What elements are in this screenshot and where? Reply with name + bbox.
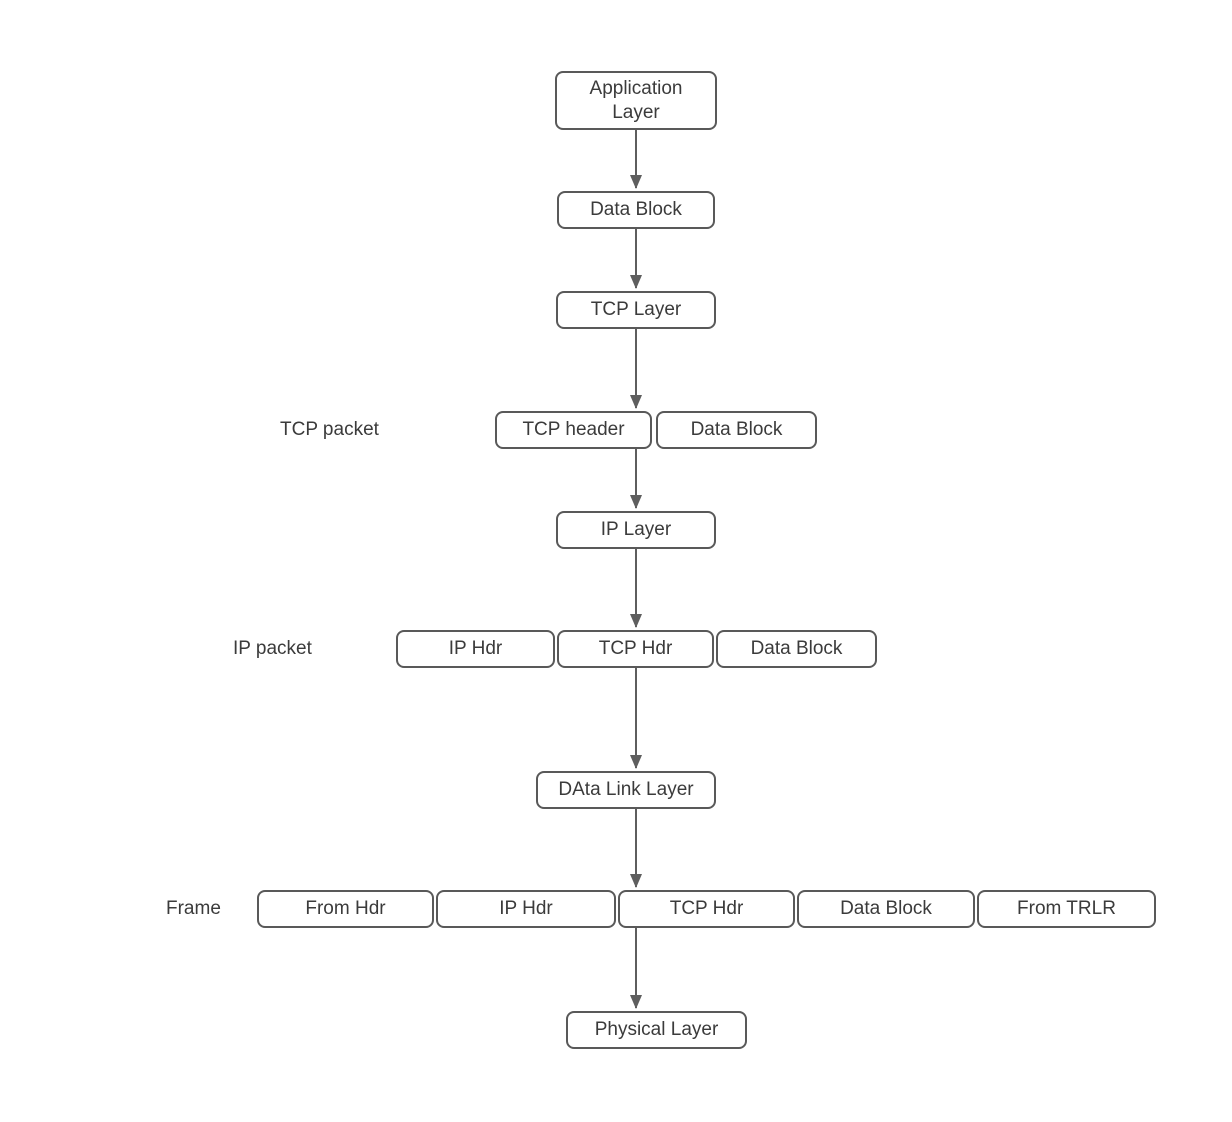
node-frame-tcp-hdr: TCP Hdr [618, 890, 795, 928]
node-physical-layer: Physical Layer [566, 1011, 747, 1049]
node-frame-from-trlr: From TRLR [977, 890, 1156, 928]
node-tcp-hdr: TCP Hdr [557, 630, 714, 668]
node-tcp-header: TCP header [495, 411, 652, 449]
node-data-block-tcp: Data Block [656, 411, 817, 449]
node-application-layer: Application Layer [555, 71, 717, 130]
label-ip-packet: IP packet [233, 638, 312, 659]
node-data-block-ip: Data Block [716, 630, 877, 668]
node-tcp-layer: TCP Layer [556, 291, 716, 329]
node-frame-data-block: Data Block [797, 890, 975, 928]
node-ip-hdr: IP Hdr [396, 630, 555, 668]
node-frame-from-hdr: From Hdr [257, 890, 434, 928]
label-frame: Frame [166, 898, 221, 919]
node-data-link-layer: DAta Link Layer [536, 771, 716, 809]
label-tcp-packet: TCP packet [280, 419, 379, 440]
node-data-block-application: Data Block [557, 191, 715, 229]
node-ip-layer: IP Layer [556, 511, 716, 549]
node-frame-ip-hdr: IP Hdr [436, 890, 616, 928]
